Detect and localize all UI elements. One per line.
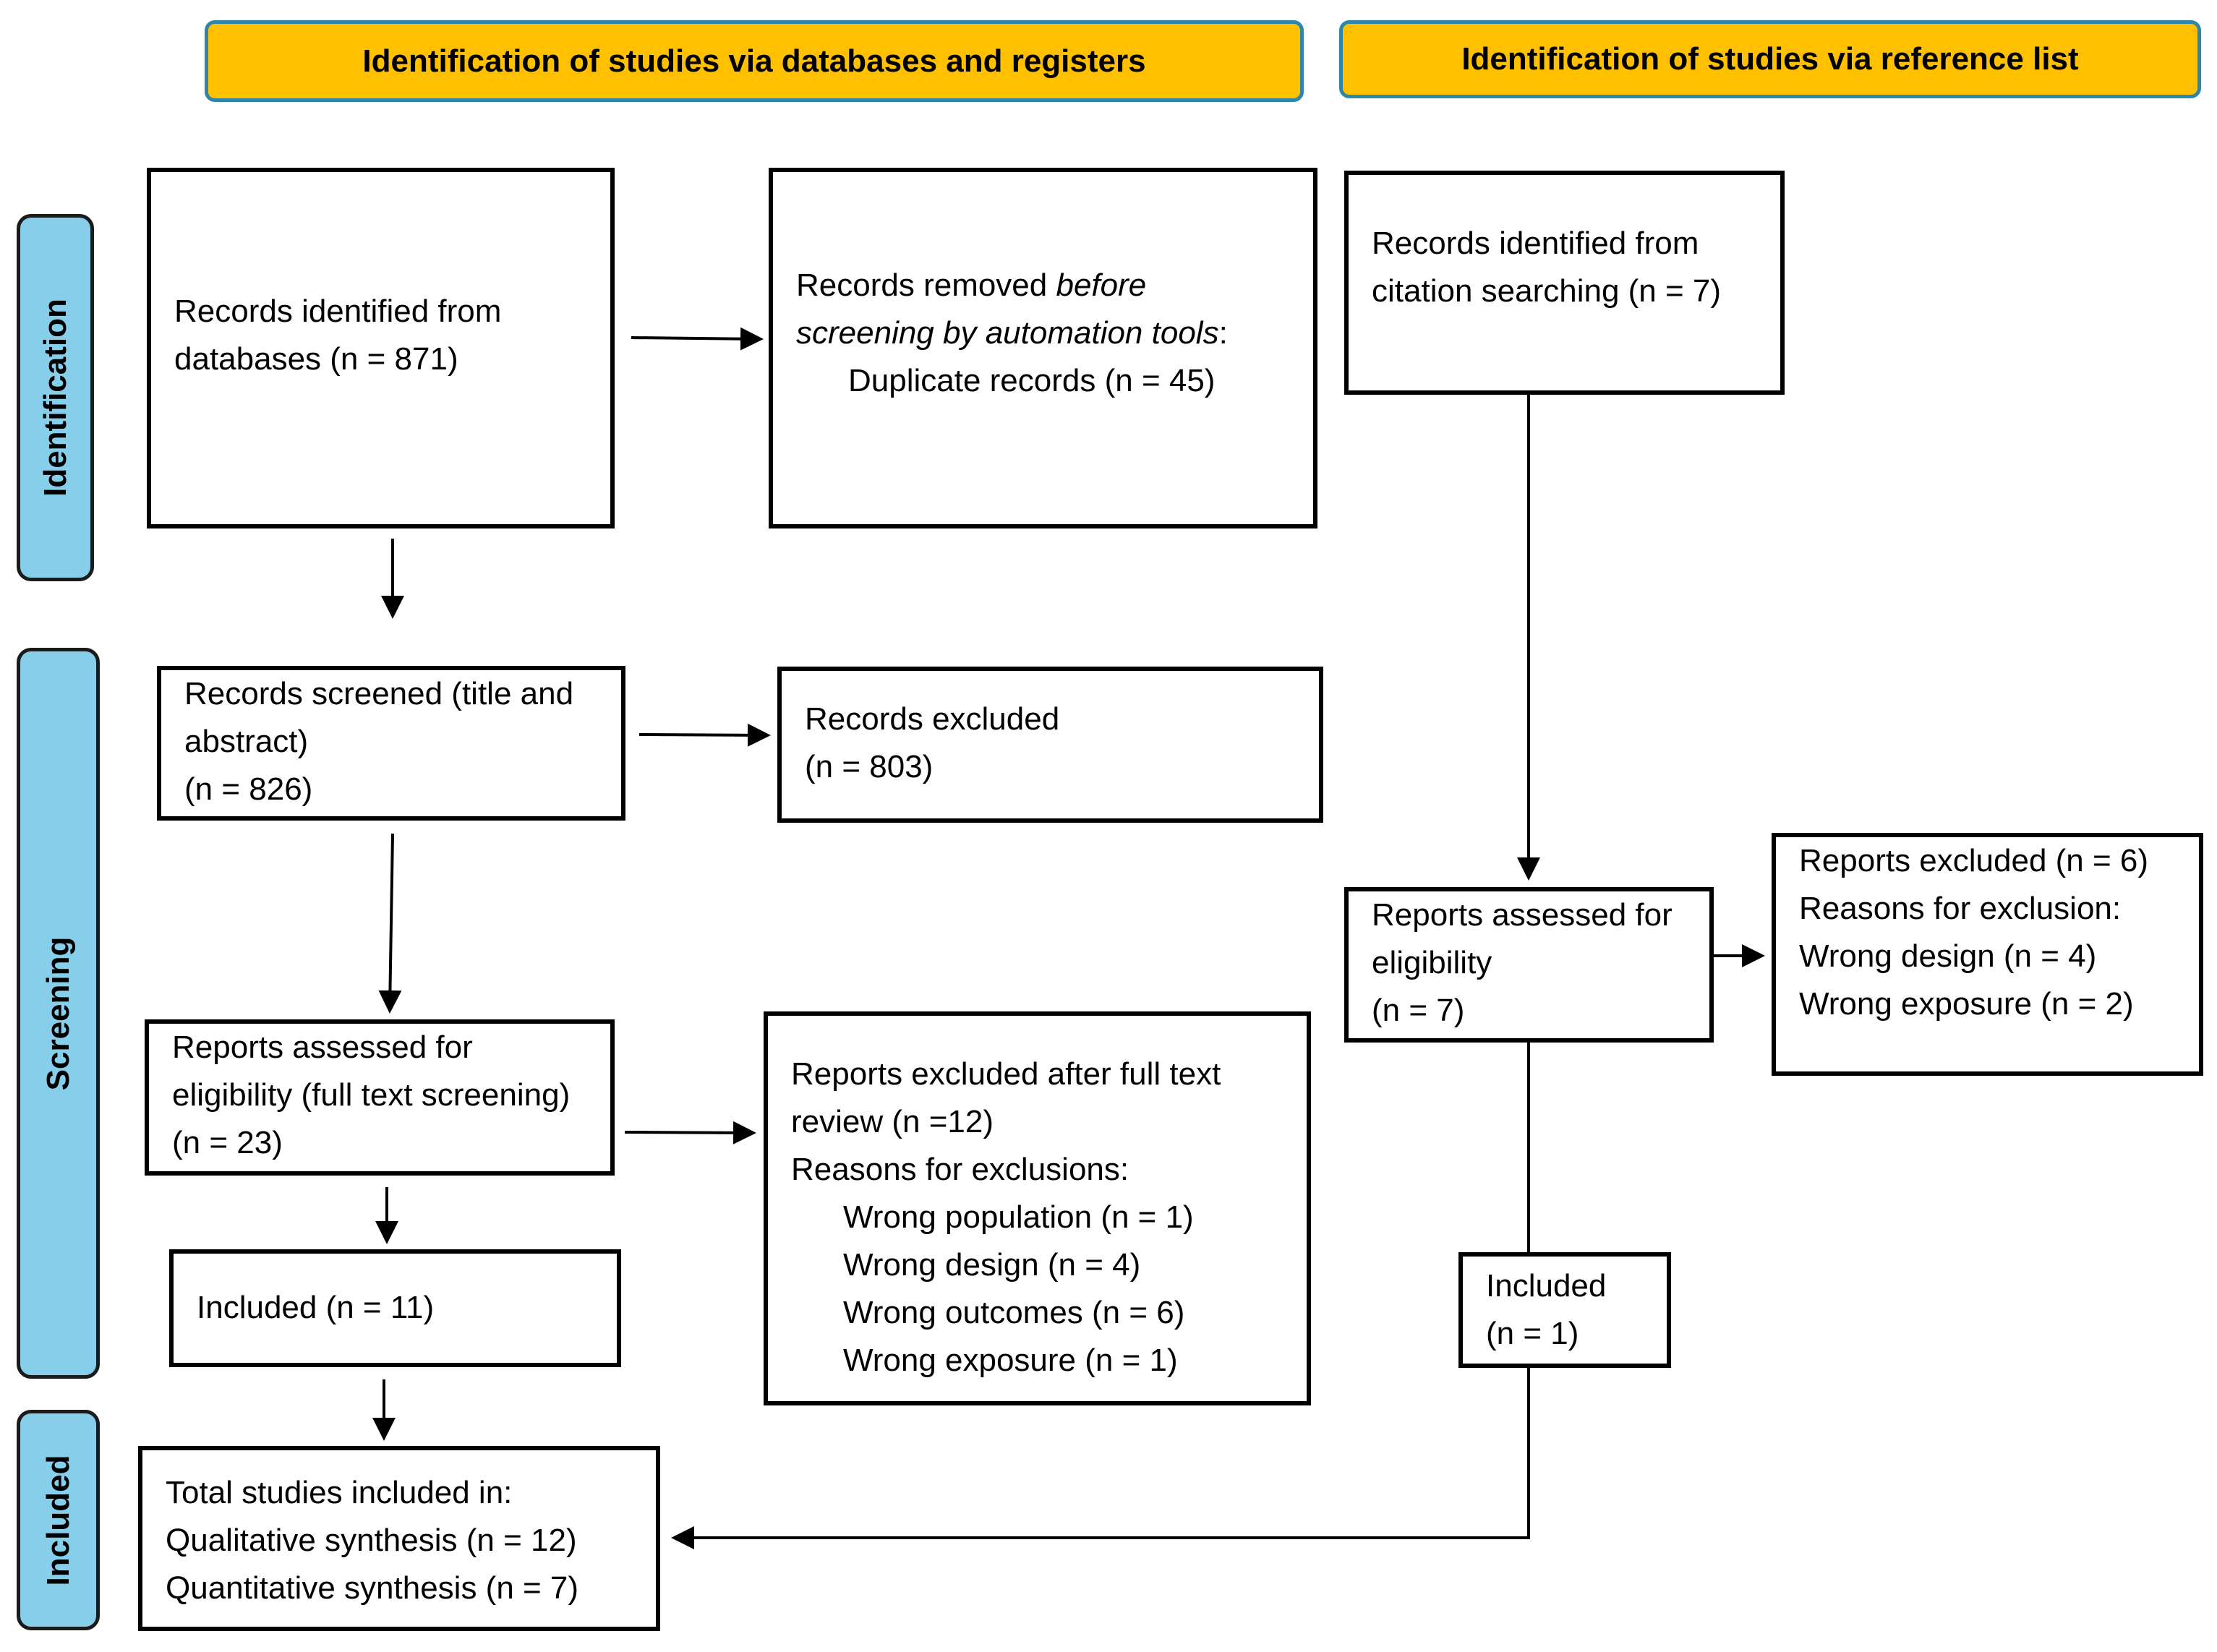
phase-identification: Identification [17,214,94,581]
text-line: Included [1486,1268,1607,1304]
box-reports-excluded-reference: Reports excluded (n = 6) Reasons for exc… [1772,833,2203,1076]
text-line: (n = 803) [805,749,934,784]
text-line: Records identified from [1372,226,1699,261]
text-line: citation searching (n = 7) [1372,273,1722,309]
text-line: Reports excluded (n = 6) [1799,843,2149,878]
text-line: Duplicate records (n = 45) [848,363,1216,398]
text-line: Records screened (title and [184,676,574,711]
text-emphasis: screening by automation tools [796,315,1219,351]
text-line: databases (n = 871) [174,341,458,377]
box-reports-excluded-full-text: Reports excluded after full text review … [764,1011,1311,1405]
text-line: (n = 7) [1372,993,1465,1028]
header-reference-text: Identification of studies via reference … [1461,41,2079,77]
text-line: (n = 1) [1486,1316,1579,1351]
box-records-citation-searching: Records identified from citation searchi… [1344,171,1785,395]
text-line: eligibility [1372,945,1492,980]
box-records-screened: Records screened (title and abstract) (n… [157,666,625,821]
arrow-included-reference-to-total [671,1368,1530,1549]
text-line: Wrong design (n = 4) [1799,938,2097,974]
phase-screening: Screening [17,648,100,1379]
exclusion-reason: Wrong design (n = 4) [843,1247,1141,1283]
text-line: (n = 826) [184,771,313,807]
text-line: review (n =12) [791,1104,994,1139]
box-included-reference: Included (n = 1) [1458,1252,1671,1368]
exclusion-reason: Wrong exposure (n = 1) [843,1343,1178,1378]
text-line: Total studies included in: [166,1475,513,1510]
text-line: eligibility (full text screening) [172,1077,571,1113]
box-reports-assessed-full-text: Reports assessed for eligibility (full t… [145,1019,615,1176]
box-records-removed: Records removed before screening by auto… [769,168,1317,528]
text-line: Records identified from [174,294,502,329]
text-span: : [1218,315,1228,351]
box-included-databases: Included (n = 11) [169,1249,621,1367]
text-line: Reasons for exclusions: [791,1152,1129,1187]
text-line: (n = 23) [172,1125,283,1160]
arrow-identified-to-removed [631,327,764,351]
text-line: Reports assessed for [172,1030,473,1065]
text-span: Records removed [796,268,1056,303]
phase-included: Included [17,1410,100,1630]
text-line: Quantitative synthesis (n = 7) [166,1570,579,1606]
box-total-studies-included: Total studies included in: Qualitative s… [138,1446,660,1631]
text-line: abstract) [184,724,309,759]
exclusion-reason: Wrong population (n = 1) [843,1199,1194,1235]
header-reference-list: Identification of studies via reference … [1339,20,2201,98]
box-records-excluded: Records excluded (n = 803) [777,667,1323,823]
arrow-screened-to-assessed [378,833,402,1014]
text-line: Reports assessed for [1372,897,1673,933]
text-line: Qualitative synthesis (n = 12) [166,1523,577,1558]
text-line: screening by automation tools: [796,309,1313,357]
header-databases: Identification of studies via databases … [205,20,1304,102]
exclusion-reason: Wrong outcomes (n = 6) [843,1295,1185,1330]
text-line: Reports excluded after full text [791,1056,1221,1092]
header-databases-text: Identification of studies via databases … [362,43,1146,79]
text-line: Records excluded [805,701,1060,737]
arrow-assessed-to-excluded-fulltext [624,1121,756,1144]
box-reports-assessed-reference: Reports assessed for eligibility (n = 7) [1344,887,1714,1043]
text-line: Wrong exposure (n = 2) [1799,986,2134,1022]
text-line: Included (n = 11) [197,1290,435,1325]
text-line: Records removed before [796,262,1313,309]
text-emphasis: before [1056,268,1147,303]
text-line: Reasons for exclusion: [1799,891,2122,926]
box-records-identified-databases: Records identified from databases (n = 8… [147,168,615,528]
